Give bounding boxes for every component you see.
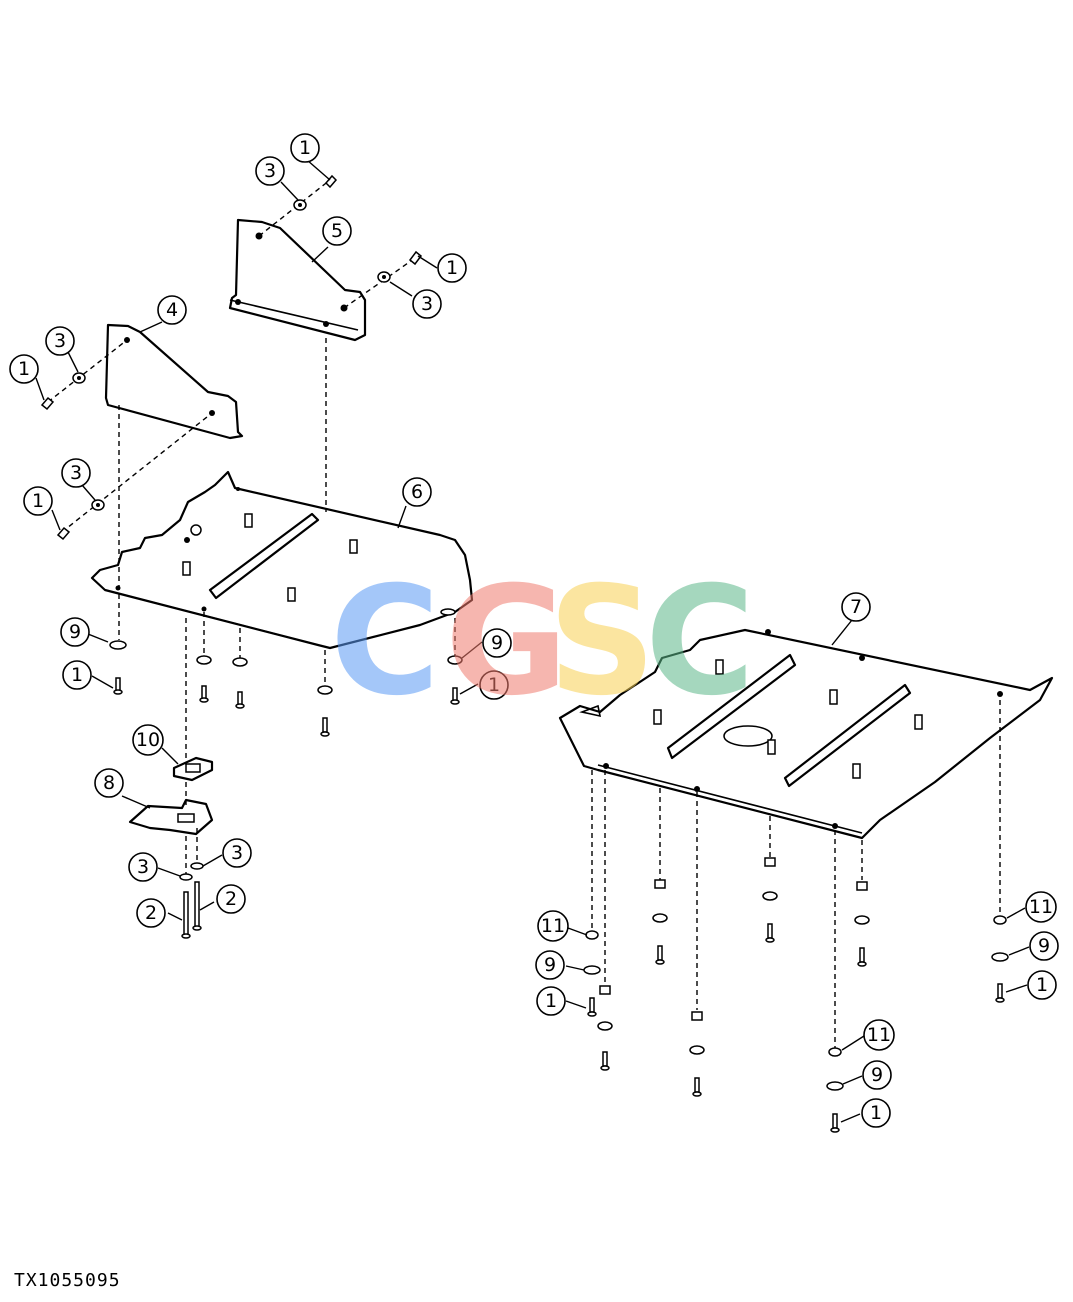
callout-9: 9 (1029, 931, 1059, 961)
callout-balloons: 1 3 5 1 3 4 3 1 3 1 6 9 1 9 1 7 10 8 3 3… (9, 133, 1059, 1128)
callout-2: 2 (216, 884, 246, 914)
svg-text:9: 9 (871, 1064, 883, 1086)
svg-text:11: 11 (1029, 896, 1053, 918)
callout-1: 1 (437, 253, 467, 283)
callout-8: 8 (94, 768, 124, 798)
callout-9: 9 (535, 950, 565, 980)
svg-text:5: 5 (331, 220, 343, 242)
callout-1: 1 (479, 670, 509, 700)
svg-text:1: 1 (299, 137, 311, 159)
callout-1: 1 (62, 660, 92, 690)
svg-text:1: 1 (446, 257, 458, 279)
part-8-plate (128, 798, 214, 836)
callout-11: 11 (537, 910, 569, 942)
watermark: C G S C (330, 555, 755, 729)
svg-text:1: 1 (18, 358, 30, 380)
callout-3: 3 (45, 326, 75, 356)
svg-text:1: 1 (71, 664, 83, 686)
svg-text:1: 1 (488, 674, 500, 696)
callout-1: 1 (1027, 970, 1057, 1000)
svg-text:1: 1 (1036, 974, 1048, 996)
leader-lines (35, 159, 1030, 1123)
watermark-letter-g: G (445, 555, 568, 729)
callout-6: 6 (402, 477, 432, 507)
svg-text:11: 11 (541, 915, 565, 937)
callout-7: 7 (841, 592, 871, 622)
watermark-letter-c2: C (645, 555, 755, 729)
callout-11: 11 (1025, 891, 1057, 923)
callout-3: 3 (412, 289, 442, 319)
svg-text:3: 3 (231, 842, 243, 864)
svg-text:10: 10 (136, 729, 160, 751)
svg-text:1: 1 (32, 490, 44, 512)
svg-text:2: 2 (145, 902, 157, 924)
part-7-plate (558, 628, 1054, 840)
callout-1: 1 (290, 133, 320, 163)
callout-5: 5 (322, 216, 352, 246)
part-6-plate (90, 470, 474, 650)
svg-text:7: 7 (850, 596, 862, 618)
svg-text:3: 3 (70, 462, 82, 484)
svg-text:4: 4 (166, 299, 178, 321)
svg-text:9: 9 (69, 621, 81, 643)
svg-text:11: 11 (867, 1024, 891, 1046)
document-id: TX1055095 (14, 1270, 121, 1291)
svg-text:9: 9 (544, 954, 556, 976)
callout-3: 3 (222, 838, 252, 868)
watermark-letter-c: C (330, 555, 440, 729)
hardware (40, 174, 1009, 1133)
callout-11: 11 (863, 1019, 895, 1051)
callout-3: 3 (61, 458, 91, 488)
svg-text:3: 3 (137, 856, 149, 878)
svg-text:1: 1 (870, 1102, 882, 1124)
callout-1: 1 (9, 354, 39, 384)
callout-1: 1 (23, 486, 53, 516)
svg-text:9: 9 (491, 632, 503, 654)
svg-text:3: 3 (421, 293, 433, 315)
callout-9: 9 (862, 1060, 892, 1090)
watermark-letter-s: S (548, 555, 656, 729)
svg-text:2: 2 (225, 888, 237, 910)
callout-2: 2 (136, 898, 166, 928)
part-4-bracket (104, 323, 244, 440)
callout-9: 9 (482, 628, 512, 658)
part-10-clamp (172, 756, 214, 782)
callout-3: 3 (128, 852, 158, 882)
svg-text:3: 3 (264, 160, 276, 182)
svg-text:8: 8 (103, 772, 115, 794)
callout-1: 1 (861, 1098, 891, 1128)
callout-9: 9 (60, 617, 90, 647)
svg-text:1: 1 (545, 990, 557, 1012)
callout-4: 4 (157, 295, 187, 325)
callout-3: 3 (255, 156, 285, 186)
callout-1: 1 (536, 986, 566, 1016)
svg-text:9: 9 (1038, 935, 1050, 957)
svg-text:6: 6 (411, 481, 423, 503)
svg-text:3: 3 (54, 330, 66, 352)
callout-10: 10 (132, 724, 164, 756)
